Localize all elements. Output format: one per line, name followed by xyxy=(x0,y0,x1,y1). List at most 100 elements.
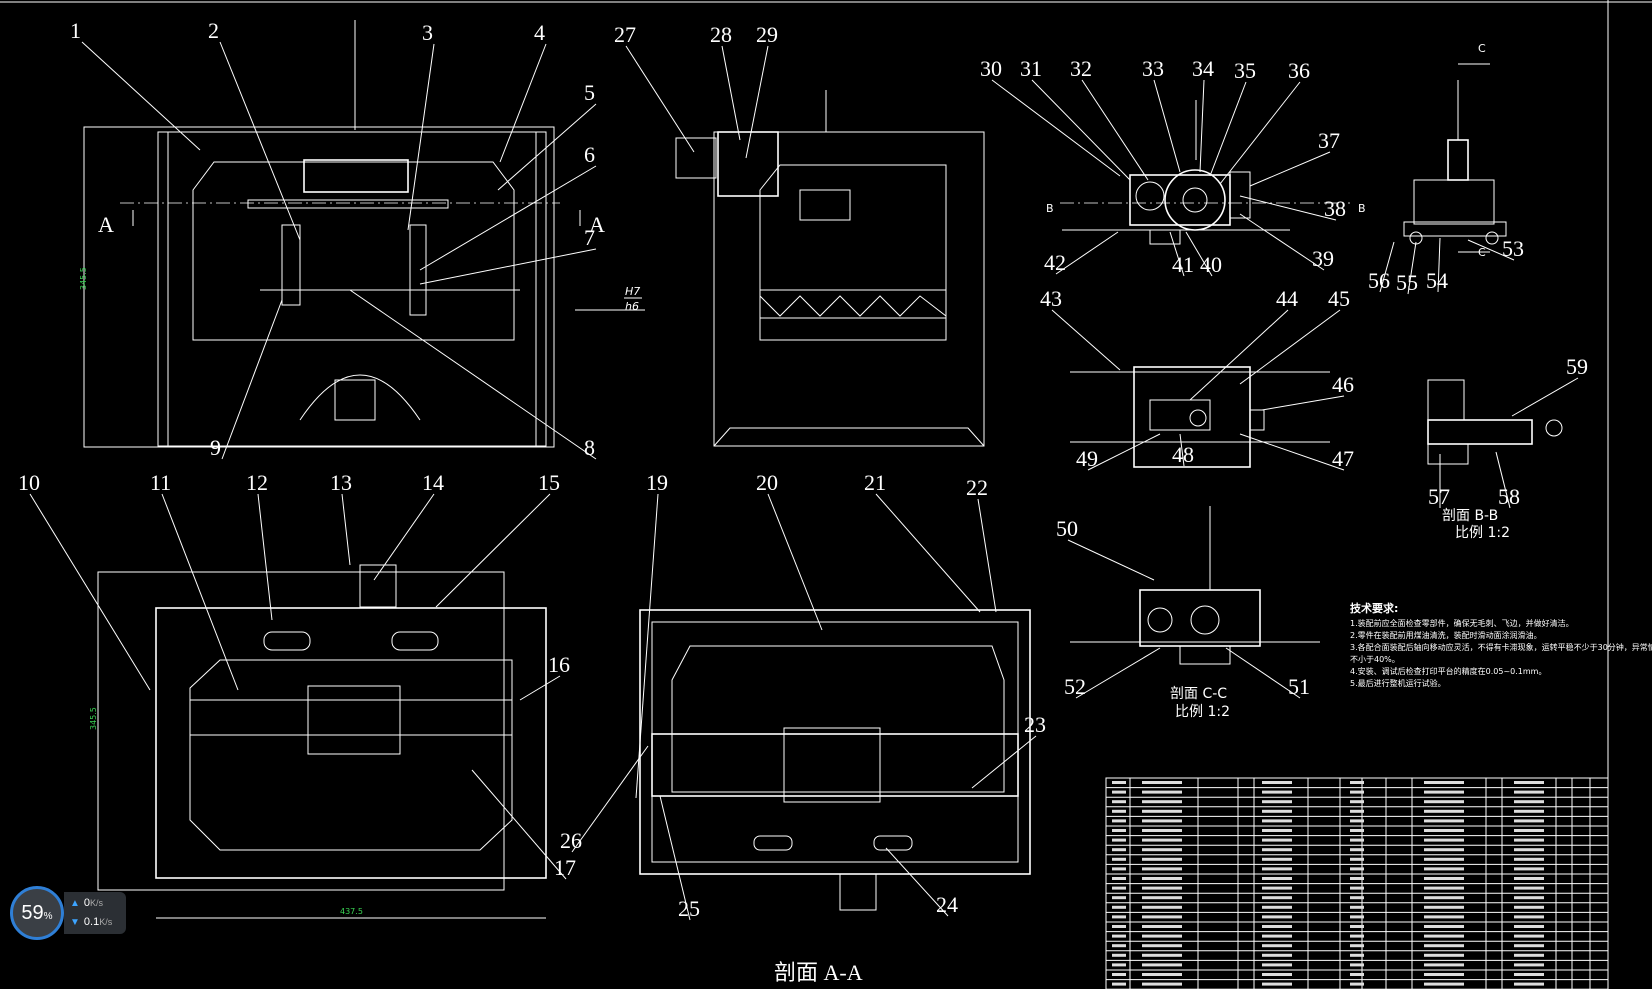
section-cc-view xyxy=(1070,506,1320,665)
table-cell-text xyxy=(1350,934,1364,938)
parts-list-table xyxy=(1105,777,1609,989)
part-number-2: 2 xyxy=(208,18,219,43)
table-cell-text xyxy=(1142,800,1182,804)
section-mark-b-left: B xyxy=(1046,202,1054,215)
leader-line-15 xyxy=(435,493,551,608)
table-cell-text xyxy=(1424,857,1464,861)
network-monitor-widget[interactable]: 59% ▲0K/s ▼0.1K/s xyxy=(8,884,128,946)
usage-gauge[interactable]: 59% xyxy=(10,886,64,940)
part-number-48: 48 xyxy=(1172,442,1194,467)
table-cell-text xyxy=(1112,934,1126,938)
table-cell-text xyxy=(1142,963,1182,967)
table-cell-text xyxy=(1112,781,1126,784)
download-rate: ▼0.1K/s xyxy=(70,916,113,928)
table-cell-text xyxy=(1514,838,1544,842)
download-arrow-icon: ▼ xyxy=(70,917,80,928)
table-cell-text xyxy=(1142,915,1182,919)
table-cell-text xyxy=(1112,877,1126,880)
leader-line-25 xyxy=(659,795,691,921)
table-cell-text xyxy=(1514,973,1544,976)
table-cell-text xyxy=(1262,886,1292,890)
table-cell-text xyxy=(1262,944,1292,948)
part-number-44: 44 xyxy=(1276,286,1298,311)
part-number-38: 38 xyxy=(1324,196,1346,221)
part-number-55: 55 xyxy=(1396,270,1418,295)
table-cell-text xyxy=(1142,838,1182,842)
table-cell-text xyxy=(1262,877,1292,880)
leader-line-48 xyxy=(1179,433,1185,467)
tech-requirements-title: 技术要求: xyxy=(1350,601,1398,615)
table-cell-text xyxy=(1112,963,1126,967)
part-number-49: 49 xyxy=(1076,446,1098,471)
table-cell-text xyxy=(1112,838,1126,842)
tech-note-5: 4.安装、调试后检查打印平台的精度在0.05~0.1mm。 xyxy=(1350,666,1546,676)
part-number-22: 22 xyxy=(966,475,988,500)
part-number-9: 9 xyxy=(210,435,221,460)
leader-line-29 xyxy=(745,45,769,159)
table-cell-text xyxy=(1514,953,1544,957)
leader-line-46 xyxy=(1261,395,1345,411)
table-cell-text xyxy=(1142,886,1182,890)
leader-line-59 xyxy=(1511,377,1579,417)
leader-line-10 xyxy=(29,493,151,691)
table-cell-text xyxy=(1514,781,1544,784)
part-number-1: 1 xyxy=(70,18,81,43)
part-number-23: 23 xyxy=(1024,712,1046,737)
leader-line-40 xyxy=(1185,231,1213,277)
leader-line-32 xyxy=(1081,79,1149,181)
part-number-57: 57 xyxy=(1428,484,1450,509)
usage-percent: 59% xyxy=(21,901,53,924)
table-cell-text xyxy=(1514,829,1544,832)
table-cell-text xyxy=(1424,790,1464,794)
part-number-29: 29 xyxy=(756,22,778,47)
part-number-40: 40 xyxy=(1200,252,1222,277)
part-number-27: 27 xyxy=(614,22,636,47)
leader-line-34 xyxy=(1199,79,1205,173)
part-number-46: 46 xyxy=(1332,372,1354,397)
section-cc-caption: 剖面 C-C xyxy=(1170,686,1227,702)
leader-line-19 xyxy=(635,493,659,799)
table-cell-text xyxy=(1424,886,1464,890)
table-cell-text xyxy=(1112,819,1126,823)
part-number-51: 51 xyxy=(1288,674,1310,699)
table-cell-text xyxy=(1142,896,1182,900)
table-cell-text xyxy=(1424,877,1464,880)
leader-line-58 xyxy=(1495,451,1511,509)
table-cell-text xyxy=(1112,982,1126,986)
part-number-14: 14 xyxy=(422,470,444,495)
part-number-31: 31 xyxy=(1020,56,1042,81)
table-cell-text xyxy=(1514,886,1544,890)
leader-line-16 xyxy=(519,675,561,701)
table-cell-text xyxy=(1262,838,1292,842)
table-cell-text xyxy=(1514,848,1544,852)
table-cell-text xyxy=(1112,915,1126,919)
table-cell-text xyxy=(1112,867,1126,871)
table-cell-text xyxy=(1112,953,1126,957)
table-cell-text xyxy=(1142,973,1182,976)
part-number-13: 13 xyxy=(330,470,352,495)
part-number-43: 43 xyxy=(1040,286,1062,311)
part-number-47: 47 xyxy=(1332,446,1354,471)
leader-line-4 xyxy=(499,43,547,163)
svg-text:345.5: 345.5 xyxy=(89,707,98,730)
table-cell-text xyxy=(1262,790,1292,794)
table-cell-text xyxy=(1262,819,1292,823)
network-rates: ▲0K/s ▼0.1K/s xyxy=(64,892,126,934)
table-cell-text xyxy=(1142,944,1182,948)
leader-line-27 xyxy=(625,45,695,153)
part-number-10: 10 xyxy=(18,470,40,495)
table-cell-text xyxy=(1142,982,1182,986)
table-cell-text xyxy=(1514,915,1544,919)
table-cell-text xyxy=(1262,934,1292,938)
table-cell-text xyxy=(1262,800,1292,804)
table-cell-text xyxy=(1424,934,1464,938)
table-cell-text xyxy=(1424,800,1464,804)
part-number-35: 35 xyxy=(1234,58,1256,83)
part-number-41: 41 xyxy=(1172,252,1194,277)
leader-line-50 xyxy=(1067,539,1155,581)
leader-line-6 xyxy=(419,165,597,271)
table-cell-text xyxy=(1142,819,1182,823)
part-number-8: 8 xyxy=(584,435,595,460)
part-number-32: 32 xyxy=(1070,56,1092,81)
table-cell-text xyxy=(1350,848,1364,852)
